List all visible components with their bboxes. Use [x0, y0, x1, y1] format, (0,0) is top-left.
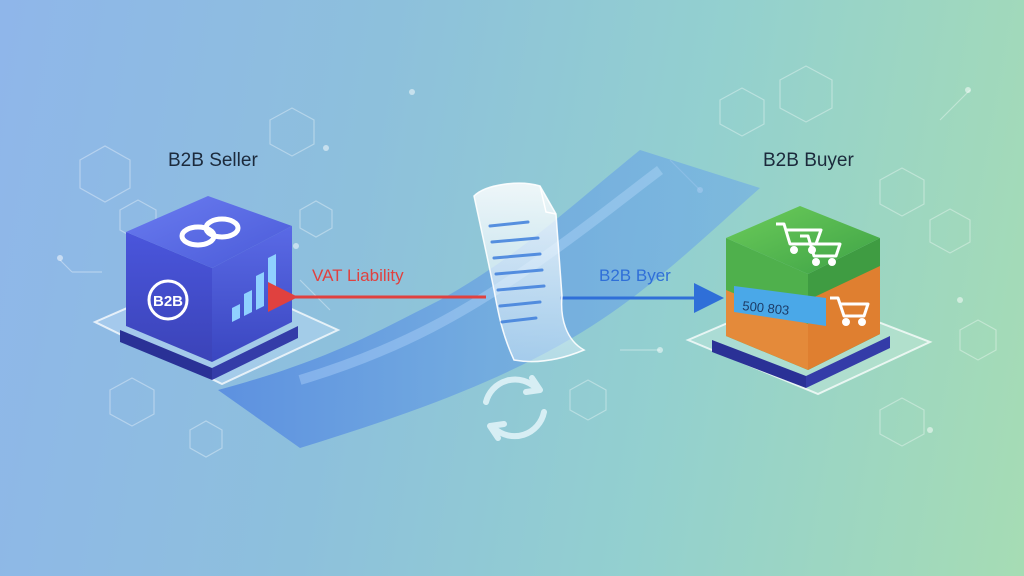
- refresh-cycle-icon: [483, 375, 547, 441]
- flow-ribbon: [218, 150, 760, 448]
- seller-logo-text: B2B: [153, 293, 183, 310]
- seller-title: B2B Seller: [168, 150, 258, 171]
- buyer-cube-top: [726, 206, 880, 274]
- buyer-base: [712, 340, 806, 388]
- buyer-base-side: [806, 336, 890, 388]
- buyer-title: B2B Buyer: [763, 150, 854, 171]
- seller-base: [120, 330, 212, 380]
- buyer-orange-band-side: [808, 266, 880, 370]
- shopping-cart-icon: [776, 222, 842, 266]
- seller-base-side: [212, 326, 298, 380]
- shopping-cart-side-icon: [830, 296, 870, 326]
- seller-cube-front: [126, 232, 212, 362]
- seller-node[interactable]: B2B: [92, 196, 341, 386]
- buyer-node[interactable]: 500 803: [685, 206, 933, 396]
- buyer-flow-label: B2B Byer: [599, 266, 671, 285]
- buyer-blue-band: [734, 286, 826, 326]
- buyer-band-text: 500 803: [742, 298, 790, 318]
- invoice-document-icon: [473, 182, 586, 363]
- chain-link-icon: [179, 216, 241, 248]
- vat-liability-label: VAT Liability: [312, 266, 404, 285]
- seller-logo-badge: B2B: [147, 279, 189, 321]
